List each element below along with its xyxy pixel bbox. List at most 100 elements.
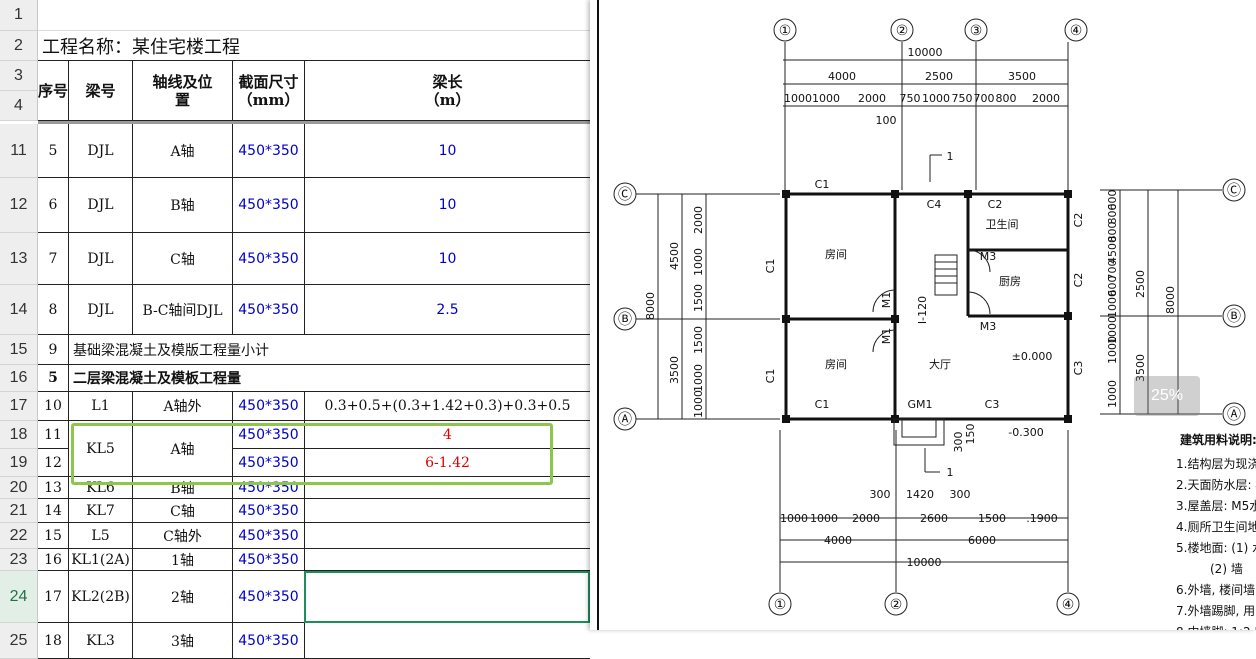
- cell-axis[interactable]: A轴: [133, 421, 233, 477]
- cell-section[interactable]: 450*350: [233, 571, 305, 623]
- header-length[interactable]: 梁长（m）: [305, 61, 590, 121]
- section2-label[interactable]: 二层梁混凝土及模板工程量: [69, 365, 590, 392]
- cell-length[interactable]: 2.5: [305, 285, 590, 335]
- cell-axis[interactable]: 1轴: [133, 549, 233, 571]
- row-header-3[interactable]: 3: [0, 61, 38, 91]
- row-header-18[interactable]: 18: [0, 421, 38, 449]
- row-header-20[interactable]: 20: [0, 477, 38, 499]
- cell-section[interactable]: 450*350: [233, 421, 305, 449]
- row-header-24[interactable]: 24: [0, 571, 38, 623]
- cell-beam[interactable]: KL1(2A): [69, 549, 133, 571]
- cell-axis[interactable]: A轴: [133, 124, 233, 178]
- cell-section[interactable]: 450*350: [233, 499, 305, 523]
- row-header-23[interactable]: 23: [0, 549, 38, 571]
- cell-seq[interactable]: 16: [38, 549, 69, 571]
- cell-section[interactable]: 450*350: [233, 549, 305, 571]
- cell-length[interactable]: 10: [305, 233, 590, 285]
- cell-seq[interactable]: 14: [38, 499, 69, 523]
- row-header-25[interactable]: 25: [0, 623, 38, 659]
- empty-row[interactable]: [38, 0, 590, 31]
- cell-length[interactable]: 0.3+0.5+(0.3+1.42+0.3)+0.3+0.5: [305, 392, 590, 421]
- cell-axis[interactable]: 2轴: [133, 571, 233, 623]
- row-header-14[interactable]: 14: [0, 285, 38, 335]
- cell-section[interactable]: 450*350: [233, 285, 305, 335]
- header-beam-no[interactable]: 梁号: [69, 61, 133, 121]
- dim-right-d2: 800: [1106, 204, 1119, 225]
- cell-beam[interactable]: KL3: [69, 623, 133, 659]
- cell-seq[interactable]: 12: [38, 449, 69, 477]
- row-header-15[interactable]: 15: [0, 335, 38, 365]
- selection-highlight: [71, 423, 553, 485]
- cell-axis[interactable]: C轴: [133, 499, 233, 523]
- header-section[interactable]: 截面尺寸（mm）: [233, 61, 305, 121]
- header-seq[interactable]: 序号: [38, 61, 69, 121]
- cell-beam[interactable]: DJL: [69, 285, 133, 335]
- cell-beam[interactable]: KL5: [69, 421, 133, 477]
- dim-left-d1: 2000: [692, 206, 705, 234]
- cell-seq[interactable]: 9: [38, 335, 69, 365]
- header-axis[interactable]: 轴线及位置: [133, 61, 233, 121]
- cell-seq[interactable]: 5: [38, 365, 69, 392]
- cell-axis[interactable]: 3轴: [133, 623, 233, 659]
- cell-seq[interactable]: 7: [38, 233, 69, 285]
- cell-axis[interactable]: A轴外: [133, 392, 233, 421]
- cell-axis[interactable]: C轴: [133, 233, 233, 285]
- cell-length[interactable]: 6-1.42: [305, 449, 590, 477]
- cell-seq[interactable]: 18: [38, 623, 69, 659]
- cell-length[interactable]: 10: [305, 178, 590, 233]
- cell-axis[interactable]: C轴外: [133, 523, 233, 549]
- dim-left-d2: 1000: [692, 248, 705, 276]
- cell-length[interactable]: [305, 499, 590, 523]
- cell-section[interactable]: 450*350: [233, 178, 305, 233]
- cell-seq[interactable]: 10: [38, 392, 69, 421]
- cell-seq[interactable]: 17: [38, 571, 69, 623]
- cell-length[interactable]: [305, 623, 590, 659]
- cell-section[interactable]: 450*350: [233, 623, 305, 659]
- row-header-12[interactable]: 12: [0, 178, 38, 233]
- room-3: 厨房: [999, 275, 1021, 288]
- cell-beam[interactable]: KL2(2B): [69, 571, 133, 623]
- cell-beam[interactable]: DJL: [69, 178, 133, 233]
- cell-axis[interactable]: B轴: [133, 178, 233, 233]
- cell-length[interactable]: 10: [305, 124, 590, 178]
- cell-section[interactable]: 450*350: [233, 392, 305, 421]
- cell-seq[interactable]: 5: [38, 124, 69, 178]
- row-header-11[interactable]: 11: [0, 124, 38, 178]
- row-header-1[interactable]: 1: [0, 0, 38, 31]
- cell-beam[interactable]: L5: [69, 523, 133, 549]
- row-header-4[interactable]: 4: [0, 91, 38, 121]
- cell-section[interactable]: 450*350: [233, 233, 305, 285]
- cell-seq[interactable]: 15: [38, 523, 69, 549]
- cell-section[interactable]: 450*350: [233, 523, 305, 549]
- row-header-19[interactable]: 19: [0, 449, 38, 477]
- note-line: 5.楼地面: (1) 水: [1176, 540, 1256, 555]
- row-header-21[interactable]: 21: [0, 499, 38, 523]
- dim-right-d6: 1000: [1106, 290, 1119, 318]
- dim-right-d8: 1000: [1106, 336, 1119, 364]
- cell-beam[interactable]: DJL: [69, 233, 133, 285]
- cell-length[interactable]: [305, 523, 590, 549]
- cell-section[interactable]: 450*350: [233, 124, 305, 178]
- cell-beam[interactable]: KL7: [69, 499, 133, 523]
- notes-list: 1.结构层为现浇钢筋2.天面防水层: 板面3.屋盖层: M5水泥4.厕所卫生间地…: [1176, 456, 1256, 639]
- row-header-17[interactable]: 17: [0, 392, 38, 421]
- row-header-22[interactable]: 22: [0, 523, 38, 549]
- row-header-13[interactable]: 13: [0, 233, 38, 285]
- cell-seq[interactable]: 13: [38, 477, 69, 499]
- cell-seq[interactable]: 6: [38, 178, 69, 233]
- row-header-2[interactable]: 2: [0, 31, 38, 61]
- cell-beam[interactable]: L1: [69, 392, 133, 421]
- cell-seq[interactable]: 8: [38, 285, 69, 335]
- cell-section[interactable]: 450*350: [233, 449, 305, 477]
- subtotal-label[interactable]: 基础梁混凝土及模版工程量小计: [69, 335, 590, 365]
- row-header-16[interactable]: 16: [0, 365, 38, 392]
- project-title[interactable]: 工程名称：某住宅楼工程: [38, 31, 590, 61]
- cell-axis[interactable]: B-C轴间DJL: [133, 285, 233, 335]
- cell-beam[interactable]: DJL: [69, 124, 133, 178]
- cell-length[interactable]: [305, 477, 590, 499]
- cell-length[interactable]: [305, 549, 590, 571]
- cell-seq[interactable]: 11: [38, 421, 69, 449]
- floor-plan-image[interactable]: ① ② ③ ④ ① ② ④ Ⓒ Ⓑ Ⓐ Ⓒ Ⓑ Ⓐ 10000 4000 250…: [590, 0, 1256, 639]
- cell-length[interactable]: 4: [305, 421, 590, 449]
- active-cell-cursor[interactable]: [304, 571, 590, 623]
